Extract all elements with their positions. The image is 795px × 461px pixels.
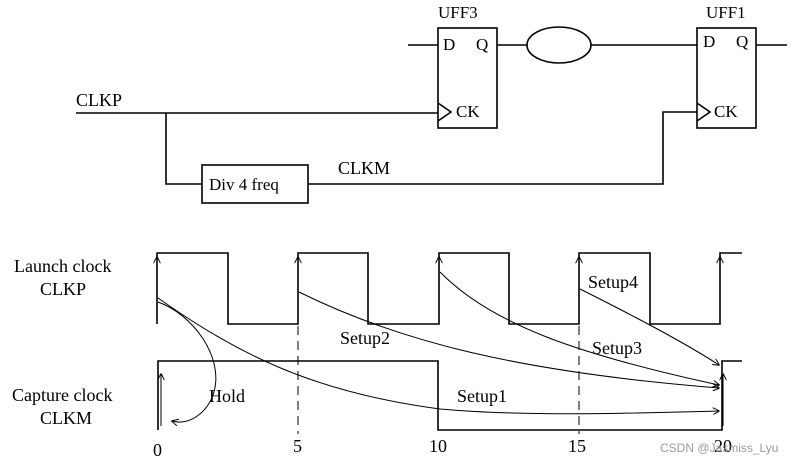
wire-clkp-to-divider	[165, 113, 202, 185]
circuit-schematic: UFF3 D Q CK UFF1 D Q CK CLKP Div 4 freq …	[76, 3, 787, 204]
flipflop-uff3-q-pin: Q	[476, 35, 488, 54]
flipflop-uff1-ck-pin: CK	[714, 102, 738, 121]
setup3-label: Setup3	[592, 338, 642, 358]
flipflop-uff1-name: UFF1	[706, 3, 746, 22]
tick-label: 10	[429, 436, 447, 456]
flipflop-uff1	[696, 27, 757, 129]
tick-label: 0	[153, 440, 162, 460]
setup4-label: Setup4	[588, 272, 638, 292]
flipflop-uff1-q-pin: Q	[736, 32, 748, 51]
divider-label: Div 4 freq	[209, 175, 279, 194]
flipflop-uff1-d-pin: D	[703, 32, 715, 51]
clock-edge-icon	[696, 102, 712, 122]
setup1-arrow	[157, 297, 719, 414]
capture-clock-label: Capture clock	[12, 385, 112, 405]
setup2-arrow	[298, 291, 719, 388]
setup4-arrow	[579, 288, 719, 365]
capture-clock-name: CLKM	[40, 408, 92, 428]
launch-clock-waveform	[156, 252, 742, 325]
hold-label: Hold	[209, 386, 245, 406]
timing-chart: Launch clock CLKP Capture clock CLKM Hol…	[12, 252, 742, 460]
setup1-label: Setup1	[457, 386, 507, 406]
setup3-arrow	[439, 271, 719, 385]
flipflop-uff3-d-pin: D	[443, 35, 455, 54]
combinational-logic-ellipse	[526, 26, 592, 64]
tick-label: 20	[714, 436, 732, 456]
tick-label: 5	[293, 436, 302, 456]
flipflop-uff3-name: UFF3	[438, 3, 478, 22]
setup2-label: Setup2	[340, 328, 390, 348]
hold-arrow	[157, 301, 217, 422]
wire-clkm	[308, 111, 697, 185]
tick-label: 15	[568, 436, 586, 456]
flipflop-uff3-ck-pin: CK	[456, 102, 480, 121]
clock-edge-icon	[437, 102, 453, 122]
clkm-label: CLKM	[338, 158, 390, 178]
capture-clock-waveform	[157, 360, 742, 431]
launch-clock-label: Launch clock	[14, 256, 111, 276]
watermark: CSDN @Jasmiss_Lyu	[660, 441, 778, 455]
launch-clock-name: CLKP	[40, 279, 86, 299]
clkp-label: CLKP	[76, 90, 122, 110]
flipflop-uff3	[437, 27, 498, 129]
